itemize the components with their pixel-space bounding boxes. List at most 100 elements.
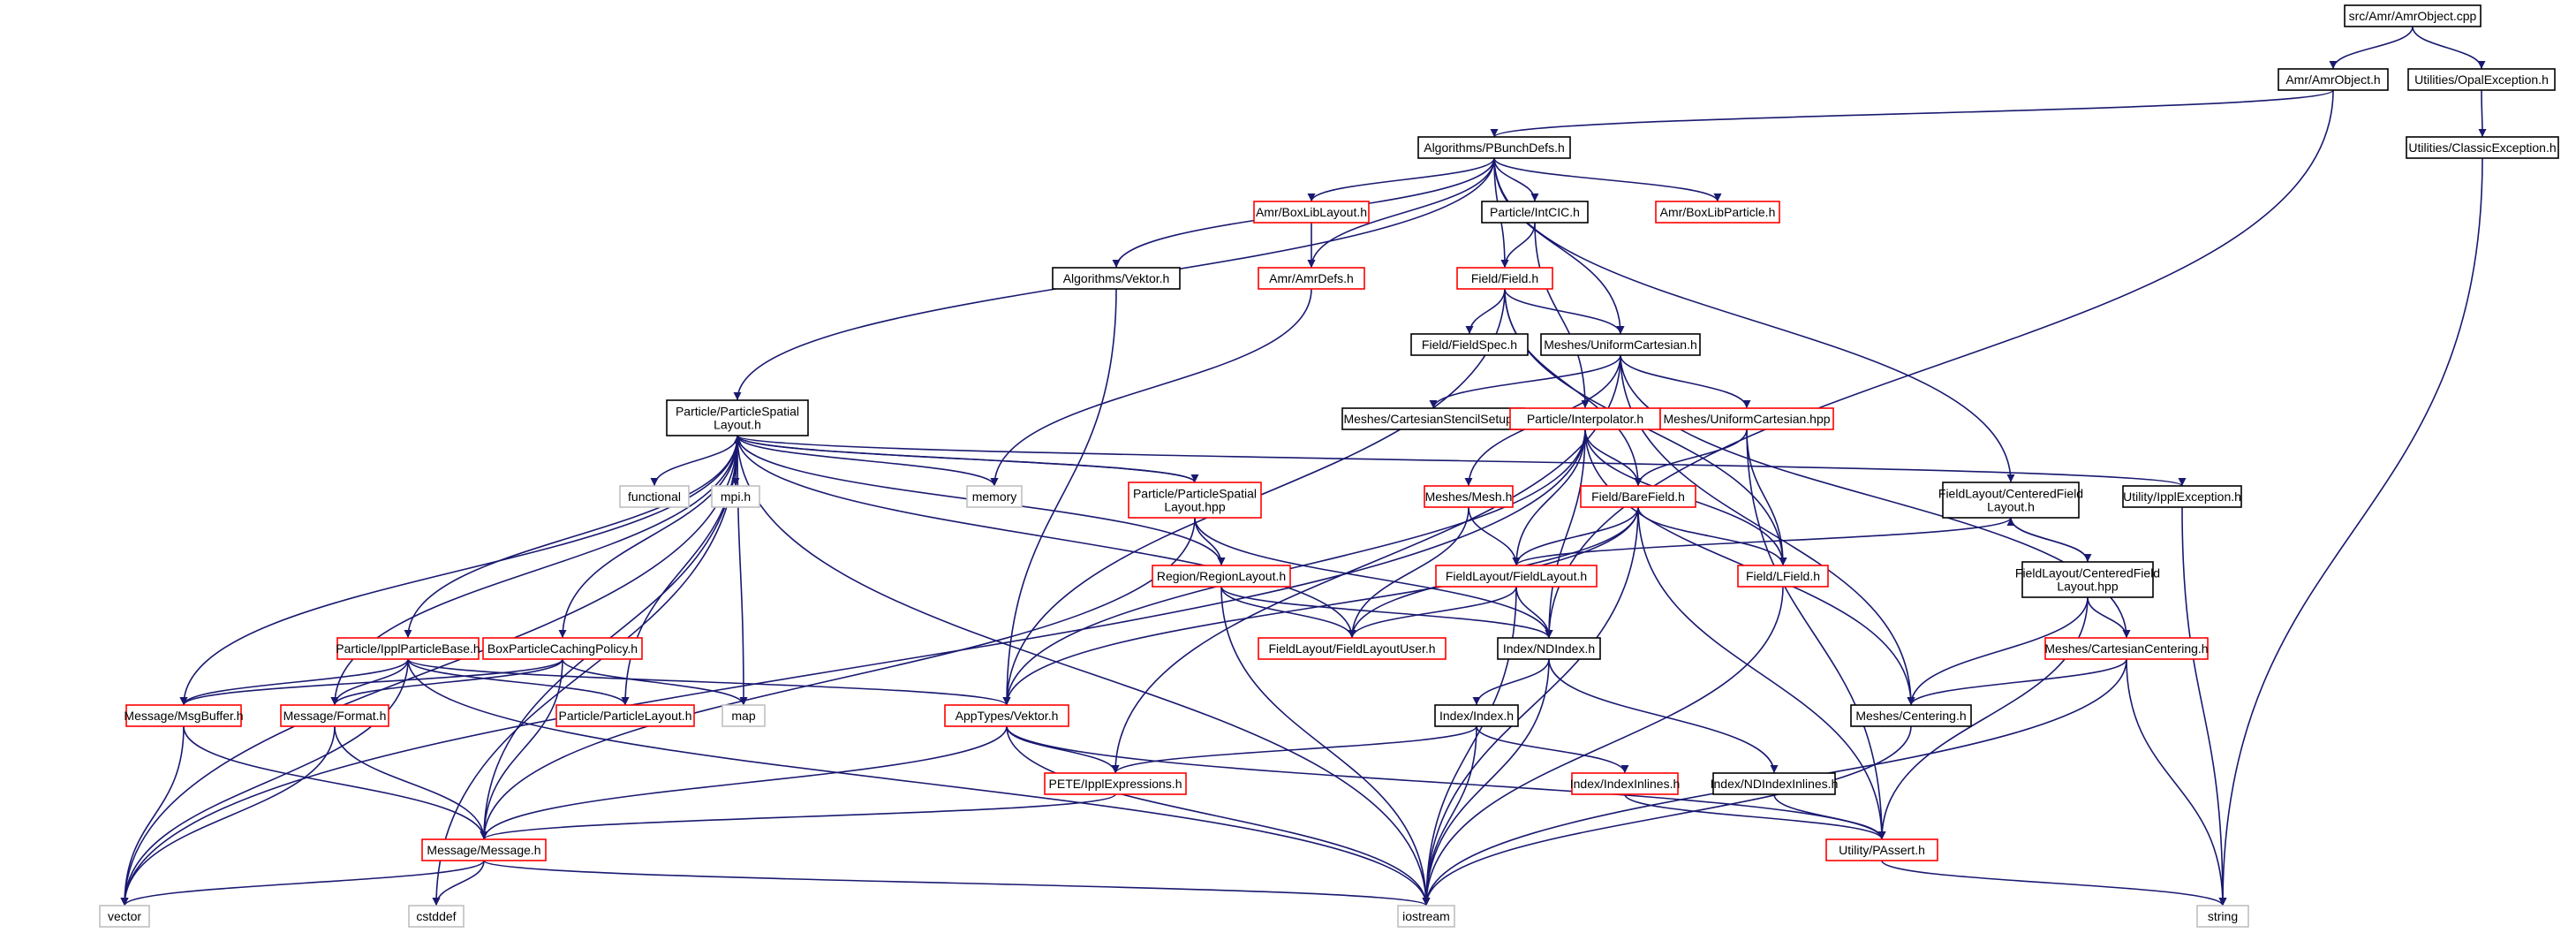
- node-n42[interactable]: Index/IndexInlines.h: [1570, 772, 1681, 795]
- node-n26[interactable]: FieldLayout/FieldLayout.h: [1435, 565, 1598, 588]
- edge-n44-to-n48: [483, 860, 1431, 906]
- node-n29[interactable]: Particle/IpplParticleBase.h: [336, 637, 480, 660]
- edge-n15-to-n46: [120, 429, 1586, 906]
- node-box: [280, 704, 389, 727]
- node-box: [1659, 407, 1834, 430]
- node-n9[interactable]: Amr/AmrDefs.h: [1258, 267, 1365, 290]
- node-n4[interactable]: Utilities/ClassicException.h: [2406, 136, 2559, 159]
- node-n2[interactable]: Utilities/OpalException.h: [2407, 68, 2556, 91]
- edge-n32-to-n43: [1548, 658, 1779, 774]
- node-box: [2407, 68, 2556, 91]
- node-n10[interactable]: Field/Field.h: [1456, 267, 1553, 290]
- node-label: Index/Index.h: [1439, 709, 1514, 723]
- node-n25[interactable]: Region/RegionLayout.h: [1152, 565, 1291, 588]
- edge-n28-to-n40: [1907, 596, 2089, 706]
- node-label: Meshes/Mesh.h: [1425, 489, 1513, 504]
- edge-n33-to-n49: [2126, 658, 2227, 906]
- edge-n12-to-n14: [1429, 354, 1621, 409]
- node-n22[interactable]: Field/BareField.h: [1580, 485, 1696, 508]
- node-n7[interactable]: Amr/BoxLibParticle.h: [1655, 201, 1780, 224]
- node-n5[interactable]: Amr/BoxLibLayout.h: [1253, 201, 1370, 224]
- edge-n39-to-n48: [1422, 725, 1477, 906]
- node-n1[interactable]: Amr/AmrObject.h: [2278, 68, 2389, 91]
- node-box: [1258, 267, 1365, 290]
- node-n33[interactable]: Meshes/CartesianCentering.h: [2044, 637, 2209, 660]
- node-n34[interactable]: Message/MsgBuffer.h: [124, 704, 244, 727]
- node-n41[interactable]: PETE/IpplExpressions.h: [1044, 772, 1187, 795]
- node-n0[interactable]: src/Amr/AmrObject.cpp: [2344, 4, 2482, 27]
- node-n18: mpi.h: [711, 485, 760, 508]
- node-n39[interactable]: Index/Index.h: [1434, 704, 1519, 727]
- node-n35[interactable]: Message/Format.h: [280, 704, 389, 727]
- node-n14[interactable]: Meshes/CartesianStencilSetup.h: [1341, 407, 1525, 430]
- node-label: Field/Field.h: [1471, 271, 1538, 285]
- node-box: [1580, 485, 1696, 508]
- node-box: [1850, 704, 1972, 727]
- edges-layer: [120, 26, 2487, 906]
- node-label: Layout.hpp: [1164, 500, 1225, 514]
- node-n21[interactable]: Meshes/Mesh.h: [1424, 485, 1514, 508]
- edge-n38-to-n48: [1006, 725, 1431, 906]
- node-n6[interactable]: Particle/IntCIC.h: [1481, 201, 1589, 224]
- edge-n40-to-n48: [1422, 725, 1912, 906]
- node-n24[interactable]: Utility/IpplException.h: [2122, 485, 2242, 508]
- node-n32[interactable]: Index/NDIndex.h: [1497, 637, 1601, 660]
- node-n44[interactable]: Message/Message.h: [421, 838, 547, 861]
- edge-n13-to-n35: [330, 435, 738, 706]
- node-n45[interactable]: Utility/PAssert.h: [1825, 838, 1938, 861]
- node-n37: map: [721, 704, 766, 727]
- node-n40[interactable]: Meshes/Centering.h: [1850, 704, 1972, 727]
- node-label: Particle/IpplParticleBase.h: [336, 641, 480, 656]
- edge-n22-to-n38: [1002, 506, 1639, 706]
- node-box: [1825, 838, 1938, 861]
- node-n43[interactable]: Index/NDIndexInlines.h: [1711, 772, 1839, 795]
- node-box: [1397, 905, 1455, 928]
- node-n11[interactable]: Field/FieldSpec.h: [1410, 333, 1529, 356]
- edge-n13-to-n30: [558, 435, 738, 639]
- node-n3[interactable]: Algorithms/PBunchDefs.h: [1417, 136, 1571, 159]
- edge-n25-to-n48: [1220, 586, 1431, 906]
- edge-n13-to-n19: [737, 435, 999, 487]
- node-box: [1737, 565, 1829, 588]
- edge-n15-to-n22: [1584, 429, 1643, 487]
- edge-n30-to-n34: [179, 658, 563, 706]
- node-n36[interactable]: Particle/ParticleLayout.h: [555, 704, 695, 727]
- node-n31[interactable]: FieldLayout/FieldLayoutUser.h: [1258, 637, 1447, 660]
- edge-n6-to-n15: [1534, 222, 1590, 409]
- node-n16[interactable]: Meshes/UniformCartesian.hpp: [1659, 407, 1834, 430]
- node-box: [555, 704, 695, 727]
- node-label: Particle/ParticleSpatial: [676, 405, 799, 419]
- node-n12[interactable]: Meshes/UniformCartesian.h: [1540, 333, 1701, 356]
- node-label: iostream: [1402, 909, 1450, 923]
- node-label: Message/MsgBuffer.h: [124, 709, 243, 723]
- node-n48: iostream: [1397, 905, 1455, 928]
- node-box: [1052, 267, 1181, 290]
- node-n38[interactable]: AppTypes/Vektor.h: [944, 704, 1069, 727]
- edge-n32-to-n48: [1422, 658, 1550, 906]
- edge-n38-to-n41: [1006, 725, 1120, 774]
- node-label: Field/LField.h: [1746, 569, 1820, 583]
- edge-n13-to-n29: [404, 435, 738, 639]
- node-n30[interactable]: BoxParticleCachingPolicy.h: [482, 637, 643, 660]
- node-label: FieldLayout/CenteredField: [2015, 566, 2160, 580]
- edge-n27-to-n48: [1422, 586, 1784, 906]
- node-n8[interactable]: Algorithms/Vektor.h: [1052, 267, 1181, 290]
- edge-n15-to-n38: [1002, 429, 1586, 706]
- node-box: [1417, 136, 1571, 159]
- edge-n15-to-n32: [1545, 429, 1586, 639]
- node-label: functional: [628, 489, 681, 504]
- node-label: Region/RegionLayout.h: [1157, 569, 1286, 583]
- edge-n25-to-n32: [1220, 586, 1553, 639]
- edge-n13-to-n47: [432, 435, 738, 906]
- node-n15[interactable]: Particle/Interpolator.h: [1509, 407, 1661, 430]
- edge-n24-to-n49: [2181, 506, 2227, 906]
- node-label: Algorithms/PBunchDefs.h: [1424, 140, 1565, 155]
- edge-n45-to-n49: [1881, 860, 2227, 906]
- node-n27[interactable]: Field/LField.h: [1737, 565, 1829, 588]
- node-label: string: [2208, 909, 2238, 923]
